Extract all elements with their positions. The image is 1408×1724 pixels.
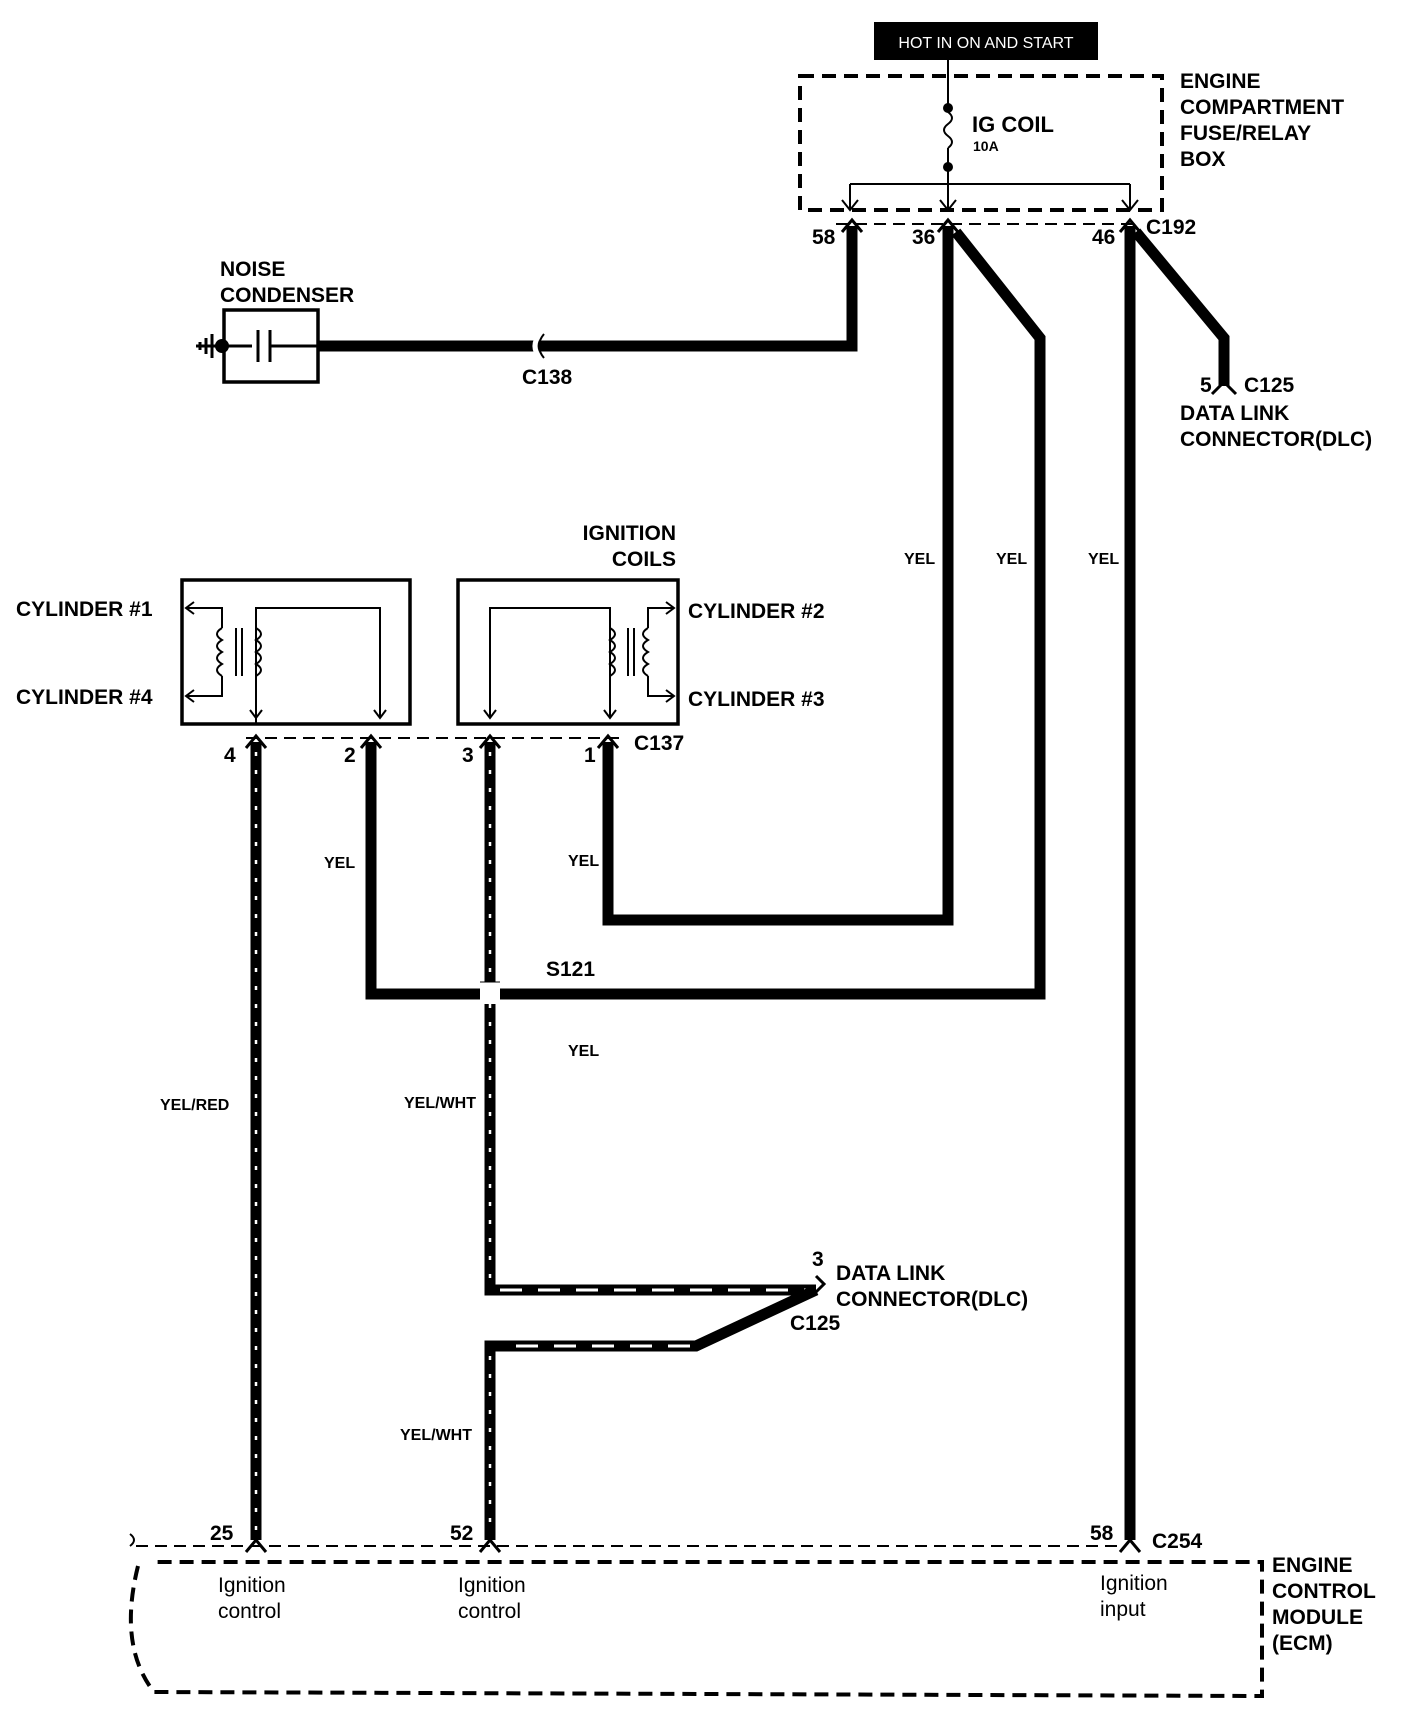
dlc-bottom-title-1: DATA LINK	[836, 1262, 945, 1285]
c137-connector-label: C137	[634, 732, 684, 755]
dlc-top-title-2: CONNECTOR(DLC)	[1180, 428, 1372, 451]
wire-color-yel-wht-2: YEL/WHT	[400, 1427, 472, 1444]
ecm-title-4: (ECM)	[1272, 1632, 1333, 1655]
wire-yel-wht-to-ecm	[484, 1285, 819, 1540]
ecm-pin58-label-1: Ignition	[1100, 1572, 1168, 1595]
noise-condenser-title-2: CONDENSER	[220, 284, 354, 307]
wire-color-yel-red: YEL/RED	[160, 1097, 229, 1114]
wire-color-yel-5: YEL	[568, 853, 599, 870]
cylinder-4-label: CYLINDER #4	[16, 686, 153, 709]
wire-yel-pin36-to-coil2	[365, 228, 1046, 1000]
fuse-name: IG COIL	[972, 112, 1054, 137]
ecm-pin-52: 52	[450, 1522, 473, 1545]
c192-pin-46: 46	[1092, 226, 1115, 249]
wire-color-yel-4: YEL	[324, 855, 355, 872]
ecm-outline	[128, 1560, 1264, 1699]
wire-yel-wht-to-dlc	[484, 742, 816, 1296]
wire-yel-pin36-to-coil1	[602, 226, 954, 926]
ecm-pin58-label-2: input	[1100, 1598, 1146, 1621]
wire-yel-pin46-to-dlc	[1131, 228, 1230, 386]
dlc-bottom-connector: C125	[790, 1312, 841, 1335]
coil-winding-icon	[254, 627, 262, 677]
ignition-coils-title-2: COILS	[612, 548, 676, 571]
splice-label: S121	[546, 958, 595, 981]
wire-color-yel-wht-1: YEL/WHT	[404, 1095, 476, 1112]
c137-pin-4: 4	[224, 744, 236, 767]
dlc-top: 5 C125 DATA LINK CONNECTOR(DLC)	[1180, 374, 1372, 451]
c192-pin-36: 36	[912, 226, 935, 249]
dlc-bottom-pin: 3	[812, 1248, 824, 1271]
ecm-title-1: ENGINE	[1272, 1554, 1353, 1577]
wire-color-yel-2: YEL	[996, 551, 1027, 568]
ignition-coils: IGNITION COILS CYLINDER #1 CYLINDER #4 C…	[16, 522, 825, 767]
dlc-top-connector: C125	[1244, 374, 1295, 397]
wire-color-yel-6: YEL	[568, 1043, 599, 1060]
ecm-pin52-label-2: control	[458, 1600, 521, 1623]
ecm-title-3: MODULE	[1272, 1606, 1363, 1629]
fuse-box-title-3: FUSE/RELAY	[1180, 122, 1311, 145]
c137-pin-1: 1	[584, 744, 596, 767]
cylinder-3-label: CYLINDER #3	[688, 688, 825, 711]
wire-color-yel-1: YEL	[904, 551, 935, 568]
noise-condenser: NOISE CONDENSER C138	[196, 258, 573, 389]
fuse-relay-box: IG COIL 10A ENGINE COMPARTMENT FUSE/RELA…	[798, 60, 1344, 249]
fuse-box-title-1: ENGINE	[1180, 70, 1261, 93]
ecm-pin25-label-1: Ignition	[218, 1574, 286, 1597]
fuse-terminal-top	[943, 103, 953, 113]
c137-pin-3: 3	[462, 744, 474, 767]
engine-control-module: 25 52 58 C254 ENGINE CONTROL MODULE (ECM…	[128, 1522, 1376, 1699]
cylinder-1-label: CYLINDER #1	[16, 598, 153, 621]
dlc-top-pin: 5	[1200, 374, 1212, 397]
coil-box-left	[180, 578, 412, 726]
ecm-title-2: CONTROL	[1272, 1580, 1376, 1603]
c192-pin-58: 58	[812, 226, 836, 249]
ecm-pin25-label-2: control	[218, 1600, 281, 1623]
cylinder-2-label: CYLINDER #2	[688, 600, 825, 623]
coil-box-right	[456, 578, 680, 726]
ecm-pin-58: 58	[1090, 1522, 1114, 1545]
c192-connector-label: C192	[1146, 216, 1196, 239]
c138-connector-label: C138	[522, 366, 573, 389]
dlc-bottom-title-2: CONNECTOR(DLC)	[836, 1288, 1028, 1311]
wire-color-yel-3: YEL	[1088, 551, 1119, 568]
fuse-box-title-4: BOX	[1180, 148, 1226, 171]
c137-pin-2: 2	[344, 744, 356, 767]
ecm-pin-25: 25	[210, 1522, 234, 1545]
ecm-pin52-label-1: Ignition	[458, 1574, 526, 1597]
fuse-icon	[943, 111, 953, 149]
hot-label-badge: HOT IN ON AND START	[874, 22, 1098, 60]
c254-connector-label: C254	[1152, 1530, 1203, 1553]
noise-condenser-title-1: NOISE	[220, 258, 285, 281]
dlc-top-title-1: DATA LINK	[1180, 402, 1289, 425]
c138-connector-icon	[532, 332, 543, 360]
hot-label-text: HOT IN ON AND START	[898, 35, 1073, 52]
fuse-box-title-2: COMPARTMENT	[1180, 96, 1344, 119]
ground-icon	[198, 334, 214, 358]
ignition-coils-title-1: IGNITION	[583, 522, 676, 545]
fuse-box-outline	[798, 74, 1164, 212]
wire-noise-condenser	[318, 226, 858, 352]
dlc-bottom: 3 DATA LINK CONNECTOR(DLC) C125	[790, 1248, 1028, 1335]
fuse-rating: 10A	[973, 138, 999, 154]
